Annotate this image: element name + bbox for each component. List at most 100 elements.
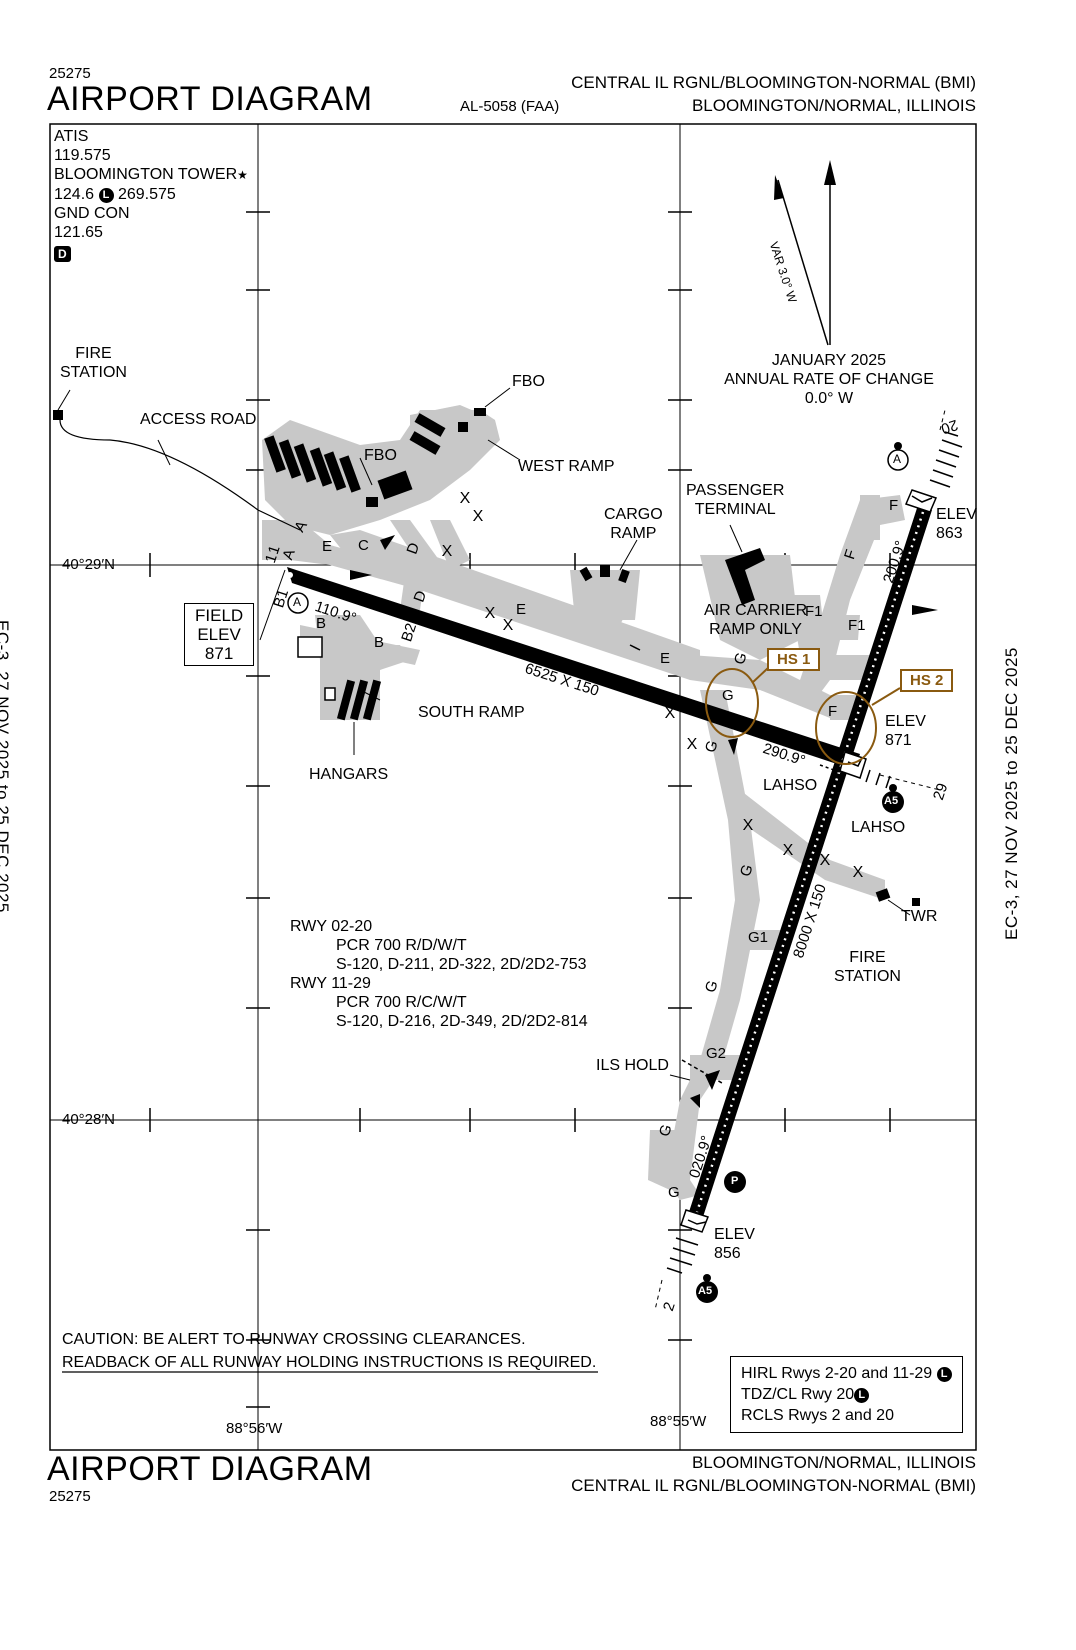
approach-badge-a5-mid: A5 [884,795,899,807]
tower-line: BLOOMINGTON TOWER★ [54,165,248,185]
fuel-icon [324,687,336,701]
field-elev-value: 871 [204,644,234,663]
svg-text:X: X [460,490,471,507]
atis-frequency: 119.575 [54,147,111,164]
latitude-1: 40°29′N [62,556,116,573]
tower-label: BLOOMINGTON TOWER [54,166,238,183]
city-top: BLOOMINGTON/NORMAL, ILLINOIS [691,96,976,115]
legend-badge-1: L [936,1367,952,1382]
hotspot-2-label: HS 2 [900,669,954,692]
caution-line-1: CAUTION: BE ALERT TO RUNWAY CROSSING CLE… [62,1331,526,1348]
lat-lon-grid [50,124,976,1450]
taxiway-e-label-3: E [660,650,671,667]
tower-freq-vhf: 124.6 [54,186,95,203]
svg-text:X: X [665,705,676,722]
taxiway-b-label-2: B [374,634,385,651]
chart-number-top: 25275 [49,65,91,82]
fbo-label-2: FBO [364,447,397,464]
chart-number-bottom: 25275 [49,1488,91,1505]
pcr-rwy-02-20-weights: S-120, D-211, 2D-322, 2D/2D2-753 [336,956,587,973]
legend-line-3: RCLS Rwys 2 and 20 [741,1407,894,1424]
magnetic-info: JANUARY 2025 ANNUAL RATE OF CHANGE 0.0° … [724,351,934,408]
atis-label: ATIS [54,128,89,145]
runway-02-20 [688,505,932,1220]
rate-label: ANNUAL RATE OF CHANGE [724,371,934,388]
tower-frequencies: 124.6 L 269.575 [54,185,248,204]
taxiway-f-label-1: F [889,497,899,514]
west-ramp-label: WEST RAMP [518,458,615,475]
beacons [350,535,938,1108]
runway-circle-a: A [293,595,302,609]
approach-badge-p: P [731,1175,739,1187]
pcr-block: RWY 02-20 PCR 700 R/D/W/T S-120, D-211, … [290,917,588,1031]
svg-text:X: X [783,842,794,859]
approach-lights [666,431,963,1274]
taxiway-g2-label: G2 [706,1045,727,1062]
frequencies-block: ATIS 119.575 BLOOMINGTON TOWER★ 124.6 L … [54,127,248,263]
lighting-badge: L [98,188,114,203]
taxiway-g1-label: G1 [748,929,769,946]
svg-text:X: X [442,543,453,560]
lighting-legend: HIRL Rwys 2-20 and 11-29 L TDZ/CL Rwy 20… [730,1356,963,1433]
page-title-bottom: AIRPORT DIAGRAM [47,1450,373,1488]
ils-hold-label: ILS HOLD [596,1057,669,1074]
rate-value: 0.0° W [804,390,854,407]
city-bottom: BLOOMINGTON/NORMAL, ILLINOIS [691,1453,976,1472]
airport-name-bottom: CENTRAL IL RGNL/BLOOMINGTON-NORMAL (BMI) [571,1476,976,1495]
al-number: AL-5058 (FAA) [460,98,560,115]
air-carrier-ramp-label: AIR CARRIER RAMP ONLY [704,602,808,638]
page-title-top: AIRPORT DIAGRAM [47,80,373,118]
legend-badge-2: L [854,1388,870,1403]
caution-line-2: READBACK OF ALL RUNWAY HOLDING INSTRUCTI… [62,1354,597,1371]
approach-badge-symbols [287,442,909,1303]
elevation-rwy-02: ELEV 856 [714,1226,755,1262]
effective-dates-left: EC-3, 27 NOV 2025 to 25 DEC 2025 [0,620,12,913]
taxiway-g-label-7: G [668,1184,680,1201]
svg-text:X: X [503,617,514,634]
approach-badge-a5-bottom: A5 [698,1285,713,1297]
svg-text:X: X [853,864,864,881]
taxiway-c-label: C [358,537,369,554]
field-elevation-box: FIELD ELEV 871 [184,603,255,666]
cargo-ramp-label: CARGO RAMP [604,506,663,542]
svg-text:X: X [473,508,484,525]
taxiway-e-label-1: E [322,538,333,555]
hotspot-1-label: HS 1 [767,648,821,671]
taxiway-f-label-3: F [828,703,838,720]
taxiway-f1-label-1: F1 [805,603,823,620]
buildings [53,408,920,906]
taxiway-e-label-2: E [516,601,527,618]
south-ramp-label: SOUTH RAMP [418,704,525,721]
x-marks: XX XX XX XX XX X [442,490,864,881]
variation-date: JANUARY 2025 [771,352,887,369]
fire-station-nw-label: FIRE STATION [60,345,127,381]
svg-text:X: X [687,736,698,753]
pcr-rwy-11-29: RWY 11-29 [290,975,371,992]
svg-text:X: X [743,817,754,834]
longitude-2: 88°55′W [650,1413,707,1430]
hangars-label: HANGARS [309,766,389,783]
runway-11-29 [287,567,860,770]
fire-station-east-label: FIRE STATION [834,949,901,985]
datalink-badge: D [54,246,71,262]
tower-label: TWR [901,908,938,925]
svg-text:X: X [485,605,496,622]
pcr-rwy-11-29-weights: S-120, D-216, 2D-349, 2D/2D2-814 [336,1013,588,1030]
hotspot-2-circle [815,691,877,765]
lahso-label-2: LAHSO [851,819,906,836]
taxiway-g-label-2: G [722,687,734,704]
hotspot-1-circle [705,668,759,738]
approach-badge-a-top: A [893,452,902,466]
pcr-rwy-02-20-value: PCR 700 R/D/W/T [336,937,467,954]
field-elev-label: FIELD ELEV [195,606,244,644]
effective-dates-right: EC-3, 27 NOV 2025 to 25 DEC 2025 [1002,647,1021,940]
map-frame [49,123,977,1451]
access-road [59,419,301,531]
small-building [297,636,323,658]
svg-text:X: X [820,852,831,869]
star-icon: ★ [237,168,248,182]
runway-thresholds [680,489,938,1233]
taxiway-f1-label-2: F1 [848,617,866,634]
gnd-label: GND CON [54,205,130,222]
